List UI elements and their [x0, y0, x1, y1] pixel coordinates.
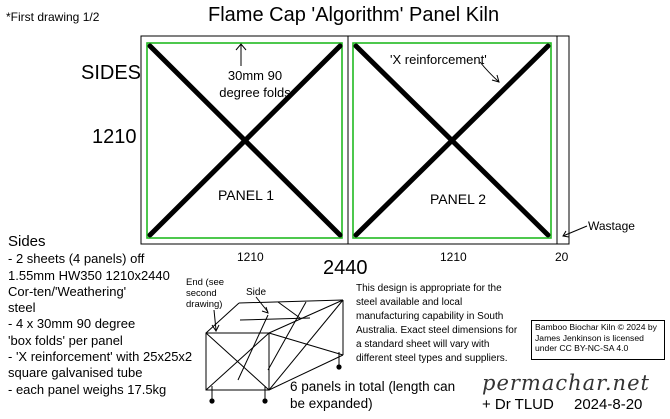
design-note: This design is appropriate for the steel… [356, 283, 518, 364]
panel1-width-dimension: 1210 [237, 250, 264, 264]
specs-line: 'box folds' per panel [8, 332, 123, 348]
fold-note: 30mm 90 degree folds [219, 68, 291, 100]
end-label: End (see second drawing) [186, 277, 225, 310]
site-signature: permachar.net [482, 371, 650, 395]
side-label: Side [246, 287, 267, 298]
panel2-label: PANEL 2 [430, 191, 487, 207]
specs-line: - 2 sheets (4 panels) off [8, 251, 145, 267]
sides-label: SIDES [81, 62, 142, 84]
kiln-sketch [205, 299, 344, 400]
panel1-fold-line [146, 42, 343, 239]
specs-line: square galvanised tube [8, 365, 143, 381]
fold-arrow [235, 43, 247, 66]
specs-line: Cor-ten/'Weathering' [8, 283, 127, 299]
panel1-x-reinforcement [147, 43, 343, 238]
panel2-x-reinforcement [353, 43, 551, 238]
panel1-label: PANEL 1 [218, 187, 275, 203]
specs-block: Sides - 2 sheets (4 panels) off 1.55mm H… [8, 233, 208, 398]
total-width-dimension: 2440 [323, 257, 368, 279]
date-label: 2024-8-20 [574, 396, 643, 413]
specs-line: steel [8, 300, 36, 316]
page-title: Flame Cap 'Algorithm' Panel Kiln [208, 4, 500, 26]
sheet-outline [140, 35, 570, 245]
license-box: Bamboo Biochar Kiln © 2024 by James Jenk… [531, 320, 665, 360]
specs-line: - 4 x 30mm 90 degree [8, 316, 136, 332]
x-reinforcement-note: 'X reinforcement' [390, 52, 487, 67]
specs-line: 1.55mm HW350 1210x2440 [8, 267, 170, 283]
specs-heading: Sides [8, 233, 46, 250]
credit-label: + Dr TLUD [482, 396, 554, 413]
panels-total-note: 6 panels in total (length can be expande… [290, 379, 456, 411]
wastage-arrow [562, 225, 588, 238]
panel2-width-dimension: 1210 [440, 250, 467, 264]
specs-line: - each panel weighs 17.5kg [8, 381, 167, 397]
x-reinforcement-arrow [479, 61, 500, 83]
drawing-note: *First drawing 1/2 [6, 10, 100, 24]
wastage-label: Wastage [588, 219, 635, 233]
panel2-fold-line [352, 42, 552, 239]
specs-line: - 'X reinforcement' with 25x25x2 [8, 349, 193, 365]
wastage-width-dimension: 20 [555, 250, 569, 264]
kiln-feet [209, 364, 342, 404]
height-dimension: 1210 [92, 126, 137, 148]
sketch-arrows [211, 296, 269, 332]
